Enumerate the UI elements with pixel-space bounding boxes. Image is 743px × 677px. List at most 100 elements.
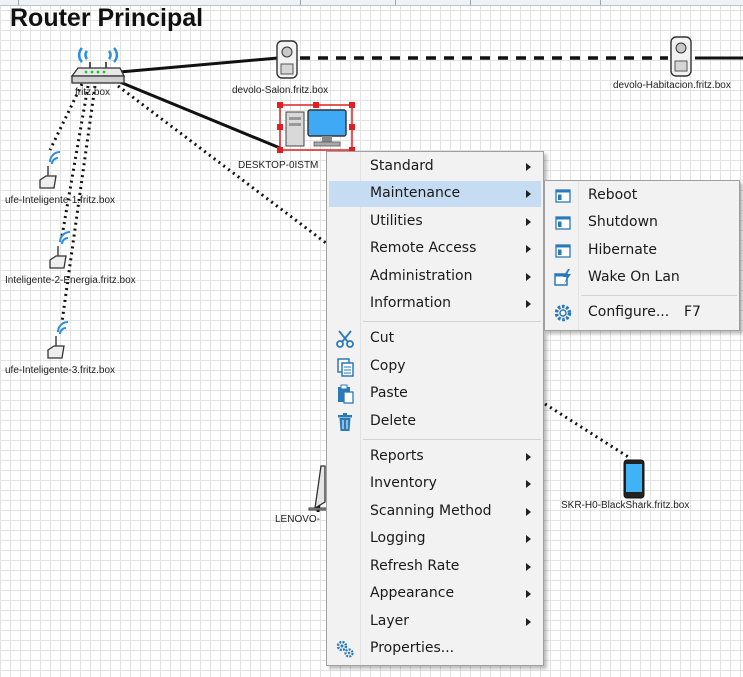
tab[interactable] (300, 0, 301, 5)
link-router-plug3 (60, 85, 97, 323)
menu-item-label: Reports (370, 448, 424, 464)
smart-plug-3-label: ufe-Inteligente-3.fritz.box (5, 365, 116, 376)
wake-on-lan-icon (554, 269, 571, 286)
menu-item-hibernate[interactable]: Hibernate (547, 238, 737, 264)
menu-item-delete[interactable]: Delete (329, 409, 541, 435)
submenu-arrow-icon (526, 508, 531, 516)
menu-item-shutdown[interactable]: Shutdown (547, 210, 737, 236)
menu-item-standard[interactable]: Standard (329, 154, 541, 180)
menu-item-remote-access[interactable]: Remote Access (329, 236, 541, 262)
smart-plug-icon[interactable] (44, 320, 72, 362)
powerline-adapter-icon[interactable] (669, 36, 693, 78)
menu-item-layer[interactable]: Layer (329, 609, 541, 635)
menu-item-information[interactable]: Information (329, 291, 541, 317)
smart-plug-1-label: ufe-Inteligente-1.fritz.box (5, 195, 116, 206)
menu-item-reports[interactable]: Reports (329, 444, 541, 470)
menu-item-properties[interactable]: Properties... (329, 636, 541, 662)
menu-item-label: Properties... (370, 640, 455, 656)
lenovo-label: LENOVO- (275, 514, 321, 525)
menu-item-label: Hibernate (588, 242, 657, 258)
menu-item-label: Administration (370, 268, 473, 284)
copy-icon (337, 358, 354, 377)
context-menu: Standard Maintenance Utilities Remote Ac… (326, 151, 544, 666)
tab-strip (0, 0, 743, 6)
link-router-desktop (114, 78, 281, 150)
window-icon (555, 244, 571, 258)
menu-item-label: Cut (370, 330, 395, 346)
scissors-icon (336, 330, 354, 348)
menu-item-scanning-method[interactable]: Scanning Method (329, 499, 541, 525)
submenu-arrow-icon (526, 190, 531, 198)
submenu-arrow-icon (526, 163, 531, 171)
menu-separator (581, 295, 737, 296)
maintenance-submenu: Reboot Shutdown Hibernate Wake On Lan (544, 180, 740, 331)
menu-item-maintenance[interactable]: Maintenance (329, 181, 541, 207)
submenu-arrow-icon (526, 563, 531, 571)
tab[interactable] (470, 0, 471, 5)
tab[interactable] (600, 0, 601, 5)
menu-item-refresh-rate[interactable]: Refresh Rate (329, 554, 541, 580)
submenu-arrow-icon (526, 273, 531, 281)
menu-item-copy[interactable]: Copy (329, 354, 541, 380)
menu-item-label: Standard (370, 158, 434, 174)
menu-item-reboot[interactable]: Reboot (547, 183, 737, 209)
menu-item-label: Configure... (588, 304, 670, 320)
menu-item-administration[interactable]: Administration (329, 264, 541, 290)
menu-item-label: Reboot (588, 187, 638, 203)
smart-plug-icon[interactable] (46, 230, 74, 272)
menu-item-label: Delete (370, 413, 416, 429)
page-title: Router Principal (10, 4, 204, 32)
submenu-arrow-icon (526, 618, 531, 626)
menu-item-label: Shutdown (588, 214, 658, 230)
window-icon (555, 216, 571, 230)
menu-item-appearance[interactable]: Appearance (329, 581, 541, 607)
router-icon[interactable] (68, 40, 128, 86)
menu-item-utilities[interactable]: Utilities (329, 209, 541, 235)
menu-item-inventory[interactable]: Inventory (329, 471, 541, 497)
router-label: fritz.box (75, 87, 111, 98)
menu-item-label: Refresh Rate (370, 558, 460, 574)
trash-icon (338, 413, 352, 431)
menu-item-paste[interactable]: Paste (329, 381, 541, 407)
devolo-habitacion-label: devolo-Habitacion.fritz.box (613, 80, 731, 91)
menu-item-wake-on-lan[interactable]: Wake On Lan (547, 265, 737, 291)
menu-item-configure[interactable]: Configure... F7 (547, 300, 737, 326)
submenu-arrow-icon (526, 300, 531, 308)
menu-item-label: Utilities (370, 213, 423, 229)
smart-plug-2-label: Inteligente-2-Energia.fritz.box (5, 275, 136, 286)
tab[interactable] (18, 0, 19, 5)
menu-item-logging[interactable]: Logging (329, 526, 541, 552)
menu-item-label: Maintenance (370, 185, 461, 201)
menu-item-label: Wake On Lan (588, 269, 680, 285)
submenu-arrow-icon (526, 535, 531, 543)
menu-item-label: Appearance (370, 585, 455, 601)
phone-icon[interactable] (622, 458, 646, 500)
menu-gutter (545, 181, 579, 330)
menu-gutter (327, 152, 361, 665)
menu-item-label: Scanning Method (370, 503, 492, 519)
desktop-computer-icon[interactable] (274, 102, 358, 154)
menu-separator (363, 439, 541, 440)
submenu-arrow-icon (526, 218, 531, 226)
submenu-arrow-icon (526, 590, 531, 598)
submenu-arrow-icon (526, 480, 531, 488)
window-icon (555, 189, 571, 203)
link-router-devolo-salon (119, 56, 279, 74)
menu-item-label: Layer (370, 613, 410, 629)
menu-item-label: Remote Access (370, 240, 477, 256)
laptop-icon[interactable] (305, 462, 329, 512)
gear-icon (554, 304, 572, 322)
tab[interactable] (395, 0, 396, 5)
powerline-adapter-icon[interactable] (275, 40, 299, 80)
devolo-salon-label: devolo-Salon.fritz.box (232, 85, 329, 96)
menu-separator (363, 321, 541, 322)
menu-item-label: Inventory (370, 475, 437, 491)
submenu-arrow-icon (526, 245, 531, 253)
link-phone (544, 402, 631, 460)
menu-item-cut[interactable]: Cut (329, 326, 541, 352)
menu-item-label: Copy (370, 358, 406, 374)
submenu-arrow-icon (526, 453, 531, 461)
link-router-plug2 (60, 85, 90, 237)
phone-label: SKR-H0-BlackShark.fritz.box (561, 500, 690, 511)
smart-plug-icon[interactable] (36, 150, 64, 192)
